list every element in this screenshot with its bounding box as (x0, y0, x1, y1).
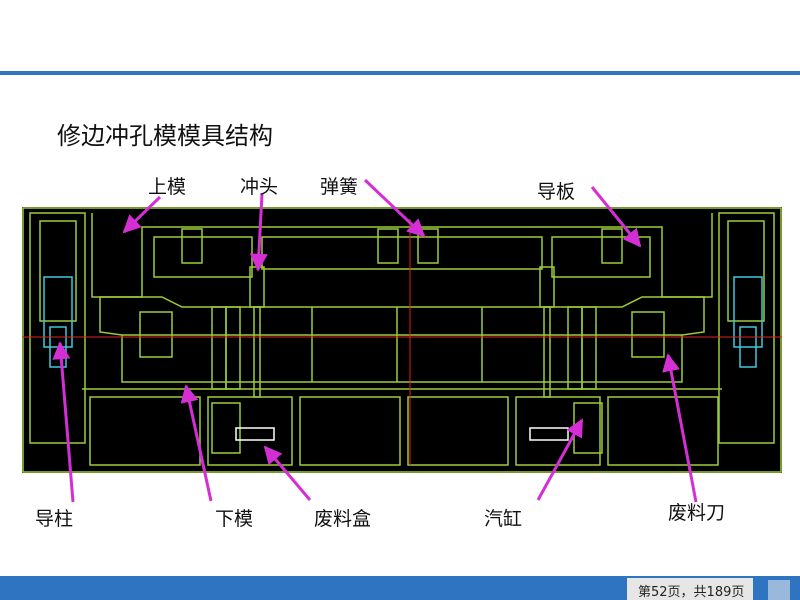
label-cylinder: 汽缸 (484, 508, 523, 530)
label-spring: 弹簧 (320, 176, 359, 198)
label-scrap-box: 废料盒 (314, 508, 372, 530)
die-cad-drawing (22, 207, 782, 473)
label-guide-pillar: 导柱 (35, 508, 74, 530)
page-number-box (627, 578, 753, 600)
page-title: 修边冲孔模模具结构 (57, 122, 273, 150)
label-guide-plate: 导板 (537, 181, 576, 203)
label-upper-die: 上模 (148, 176, 187, 198)
label-lower-die: 下模 (215, 508, 254, 530)
footer-tab (768, 580, 790, 600)
page-number: 第52页，共189页 (638, 585, 745, 600)
die-structure-drawing (22, 207, 782, 473)
header-divider (0, 71, 800, 75)
label-punch: 冲头 (240, 176, 279, 198)
label-scrap-cutter: 废料刀 (668, 502, 726, 524)
